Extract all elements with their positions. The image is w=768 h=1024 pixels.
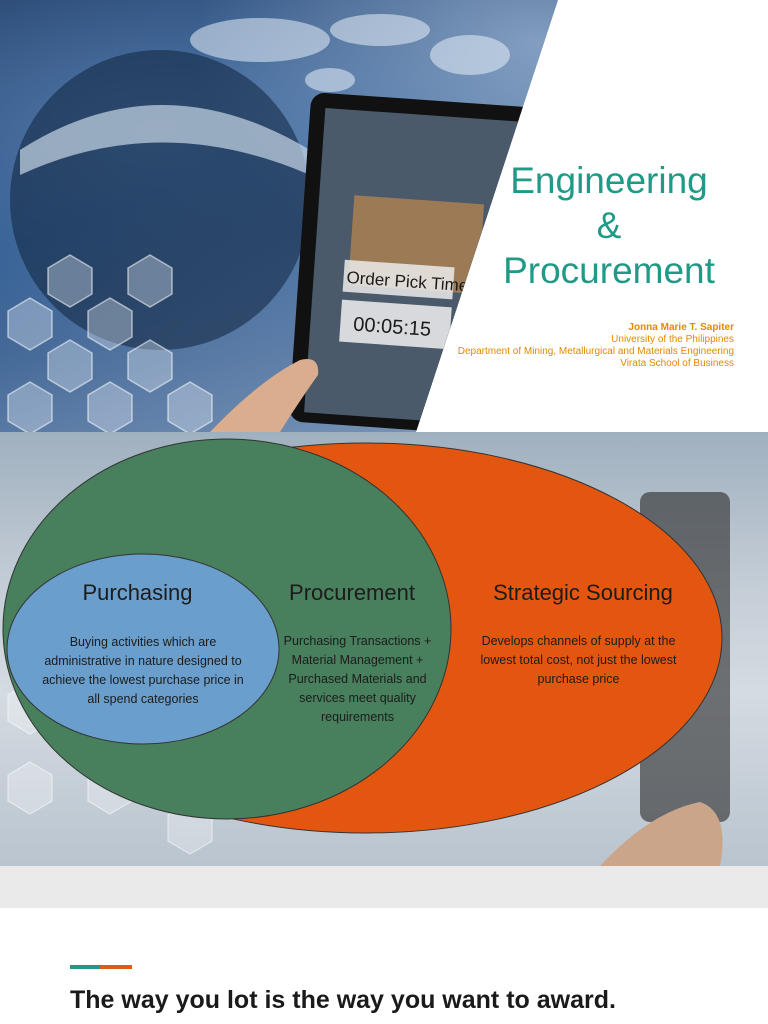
accent-line-orange	[100, 965, 132, 969]
slide-slogan: The way you lot is the way you want to a…	[70, 986, 616, 1014]
procurement-heading: Procurement	[289, 580, 415, 605]
author-affiliation-2: Department of Mining, Metallurgical and …	[457, 346, 734, 357]
cover-slide: Order Pick Time 00:05:15 Engineering & P…	[0, 0, 768, 432]
strategic-sourcing-text: Develops channels of supply at the lowes…	[480, 634, 677, 686]
purchasing-text: Buying activities which are administrati…	[42, 635, 244, 706]
author-block: Jonna Marie T. Sapiter University of the…	[458, 322, 734, 370]
author-affiliation-3: Virata School of Business	[620, 358, 734, 369]
cover-photo: Order Pick Time 00:05:15	[0, 0, 558, 432]
author-affiliation-1: University of the Philippines	[611, 334, 734, 345]
accent-line-green	[70, 965, 100, 969]
title-line-2: &	[596, 205, 622, 246]
title-line-1: Engineering	[510, 160, 708, 201]
venn-slide: Purchasing Buying activities which are a…	[0, 432, 768, 866]
venn-inner-ellipse	[6, 553, 280, 745]
strategic-sourcing-heading: Strategic Sourcing	[493, 580, 673, 605]
cover-title: Engineering & Procurement	[474, 158, 744, 293]
order-timer: 00:05:15	[353, 314, 432, 341]
author-name: Jonna Marie T. Sapiter	[628, 322, 734, 333]
procurement-text: Purchasing Transactions + Material Manag…	[283, 634, 432, 724]
slide-separator	[0, 866, 768, 908]
purchasing-heading: Purchasing	[82, 580, 193, 605]
title-line-3: Procurement	[503, 250, 715, 291]
